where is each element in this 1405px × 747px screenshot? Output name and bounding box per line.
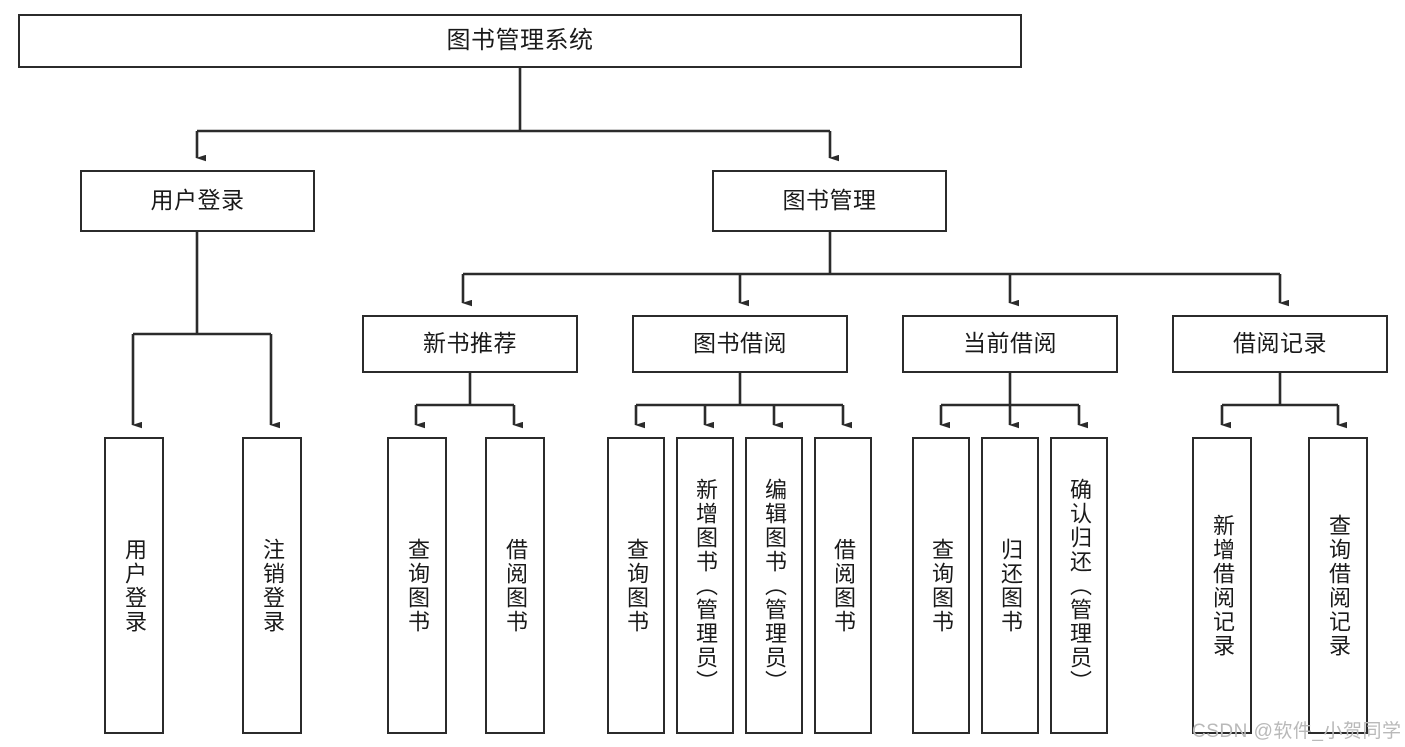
csdn-watermark: CSDN @软件_小贺同学 — [1192, 721, 1402, 742]
leaf-add-book-label: 新增图书（管理员） — [692, 477, 718, 694]
node-book-manage-label: 图书管理 — [782, 187, 877, 214]
leaf-query-borrow-record[interactable]: 查询借阅记录 — [1308, 437, 1368, 734]
leaf-edit-book-label: 编辑图书（管理员） — [761, 477, 787, 694]
leaf-user-login-label: 用户登录 — [121, 537, 147, 634]
leaf-confirm-return-label: 确认归还（管理员） — [1066, 477, 1092, 694]
node-book-borrow-label: 图书借阅 — [693, 330, 787, 357]
node-root[interactable]: 图书管理系统 — [18, 14, 1022, 68]
leaf-query-book-c[interactable]: 查询图书 — [912, 437, 970, 734]
leaf-add-borrow-record[interactable]: 新增借阅记录 — [1192, 437, 1252, 734]
node-current-borrow[interactable]: 当前借阅 — [902, 315, 1118, 373]
leaf-query-book-a[interactable]: 查询图书 — [387, 437, 447, 734]
leaf-edit-book[interactable]: 编辑图书（管理员） — [745, 437, 803, 734]
node-user-login[interactable]: 用户登录 — [80, 170, 315, 232]
leaf-user-login[interactable]: 用户登录 — [104, 437, 164, 734]
leaf-return-book[interactable]: 归还图书 — [981, 437, 1039, 734]
node-root-label: 图书管理系统 — [446, 26, 594, 54]
leaf-borrow-book-b-label: 借阅图书 — [830, 537, 856, 634]
leaf-add-borrow-record-label: 新增借阅记录 — [1209, 513, 1235, 658]
leaf-user-logout-label: 注销登录 — [259, 537, 285, 634]
leaf-return-book-label: 归还图书 — [997, 537, 1023, 634]
leaf-query-borrow-record-label: 查询借阅记录 — [1325, 513, 1351, 658]
node-user-login-label: 用户登录 — [150, 187, 245, 214]
leaf-user-logout[interactable]: 注销登录 — [242, 437, 302, 734]
node-borrow-record[interactable]: 借阅记录 — [1172, 315, 1388, 373]
node-new-book-recommendation-label: 新书推荐 — [423, 330, 517, 357]
node-current-borrow-label: 当前借阅 — [963, 330, 1057, 357]
leaf-borrow-book-a[interactable]: 借阅图书 — [485, 437, 545, 734]
leaf-add-book[interactable]: 新增图书（管理员） — [676, 437, 734, 734]
leaf-query-book-a-label: 查询图书 — [404, 537, 430, 634]
leaf-query-book-b-label: 查询图书 — [623, 537, 649, 634]
leaf-borrow-book-a-label: 借阅图书 — [502, 537, 528, 634]
node-book-manage[interactable]: 图书管理 — [712, 170, 947, 232]
leaf-borrow-book-b[interactable]: 借阅图书 — [814, 437, 872, 734]
leaf-confirm-return[interactable]: 确认归还（管理员） — [1050, 437, 1108, 734]
node-book-borrow[interactable]: 图书借阅 — [632, 315, 848, 373]
leaf-query-book-c-label: 查询图书 — [928, 537, 954, 634]
leaf-query-book-b[interactable]: 查询图书 — [607, 437, 665, 734]
node-new-book-recommendation[interactable]: 新书推荐 — [362, 315, 578, 373]
node-borrow-record-label: 借阅记录 — [1233, 330, 1327, 357]
